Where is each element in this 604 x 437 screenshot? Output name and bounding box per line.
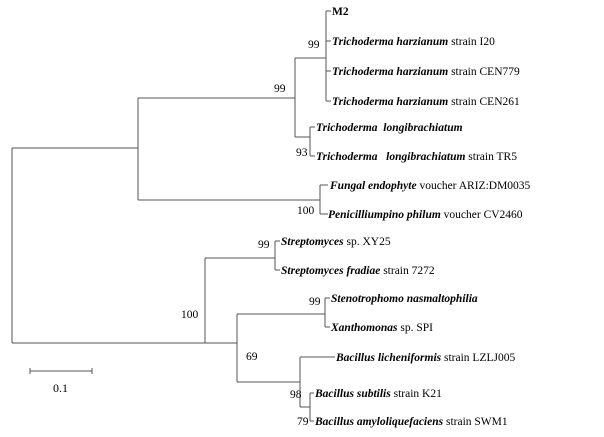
- bootstrap-values: 99 99 93 100 99 100 99 69 98 79: [181, 39, 321, 428]
- taxon-detail: strain CEN261: [448, 96, 520, 108]
- taxon-name: Penicilliumpino philum: [328, 209, 441, 221]
- bootstrap-value-proteobacteria-bacillus: 69: [246, 351, 258, 363]
- taxon-name: Bacillus licheniformis: [335, 352, 442, 364]
- leaf-label: Bacillus licheniformis strain LZLJ005: [335, 352, 515, 364]
- leaf-label: Streptomyces fradiae strain 7272: [281, 265, 435, 277]
- taxon-name: Trichoderma harzianum: [332, 96, 448, 108]
- leaf-label: Trichoderma harzianum strain I20: [332, 36, 495, 48]
- taxon-name: Streptomyces: [281, 236, 344, 248]
- leaf-label: Stenotrophomo nasmaltophilia: [331, 293, 478, 305]
- leaf-label: Bacillus subtilis strain K21: [314, 388, 442, 400]
- taxon-name: Streptomyces fradiae: [281, 265, 380, 277]
- taxon-detail: voucher ARIZ:DM0035: [417, 180, 531, 192]
- taxon-detail: strain TR5: [465, 151, 517, 163]
- taxon-name: Trichoderma longibrachiatum: [316, 151, 465, 163]
- taxon-detail: sp. XY25: [344, 236, 391, 248]
- taxon-name: Xanthomonas: [330, 322, 398, 334]
- bootstrap-value-stenotrophomonas: 99: [309, 296, 321, 308]
- leaf-label: Trichoderma longibrachiatum strain TR5: [316, 151, 517, 163]
- taxon-name: Trichoderma harzianum: [332, 36, 448, 48]
- bootstrap-value-bacillus-amylo: 79: [297, 416, 309, 428]
- bootstrap-value-streptomyces: 99: [258, 239, 270, 251]
- leaf-label: Xanthomonas sp. SPI: [330, 322, 433, 334]
- scale-bar-label: 0.1: [53, 381, 68, 395]
- leaf-label: Streptomyces sp. XY25: [281, 236, 391, 248]
- taxon-detail: M2: [332, 6, 349, 18]
- taxon-detail: strain 7272: [380, 265, 435, 277]
- bootstrap-value-harzianum: 99: [308, 39, 320, 51]
- bootstrap-value-bacteria: 100: [181, 309, 199, 321]
- tree-branches: [11, 10, 335, 422]
- bootstrap-value-bacillus-subclade: 98: [290, 389, 302, 401]
- leaf-label: Penicilliumpino philum voucher CV2460: [328, 209, 523, 221]
- taxon-detail: voucher CV2460: [441, 209, 523, 221]
- leaf-label: Trichoderma longibrachiatum: [316, 122, 463, 134]
- taxon-detail: strain K21: [391, 388, 442, 400]
- leaf-label: Fungal endophyte voucher ARIZ:DM0035: [329, 180, 531, 192]
- bootstrap-value-longibrachiatum: 93: [296, 147, 308, 159]
- taxon-name: Trichoderma harzianum: [332, 66, 448, 78]
- bootstrap-value-fungi-upper: 99: [274, 83, 286, 95]
- leaf-label: Trichoderma harzianum strain CEN261: [332, 96, 520, 108]
- taxon-name: Stenotrophomo nasmaltophilia: [331, 293, 478, 305]
- taxon-detail: strain SWM1: [443, 416, 508, 428]
- leaf-label: M2: [332, 6, 349, 18]
- taxon-detail: strain CEN779: [448, 66, 520, 78]
- taxon-detail: strain I20: [448, 36, 495, 48]
- taxon-name: Bacillus amyloliquefaciens: [314, 416, 444, 428]
- leaf-label: Trichoderma harzianum strain CEN779: [332, 66, 520, 78]
- bootstrap-value-endophyte: 100: [297, 205, 315, 217]
- leaf-label: Bacillus amyloliquefaciens strain SWM1: [314, 416, 508, 428]
- taxon-name: Bacillus subtilis: [314, 388, 391, 400]
- taxon-name: Trichoderma longibrachiatum: [316, 122, 463, 134]
- leaf-labels: M2 Trichoderma harzianum strain I20 Tric…: [281, 6, 531, 428]
- taxon-detail: sp. SPI: [397, 322, 433, 334]
- taxon-name: Fungal endophyte: [329, 180, 417, 192]
- taxon-detail: strain LZLJ005: [441, 352, 515, 364]
